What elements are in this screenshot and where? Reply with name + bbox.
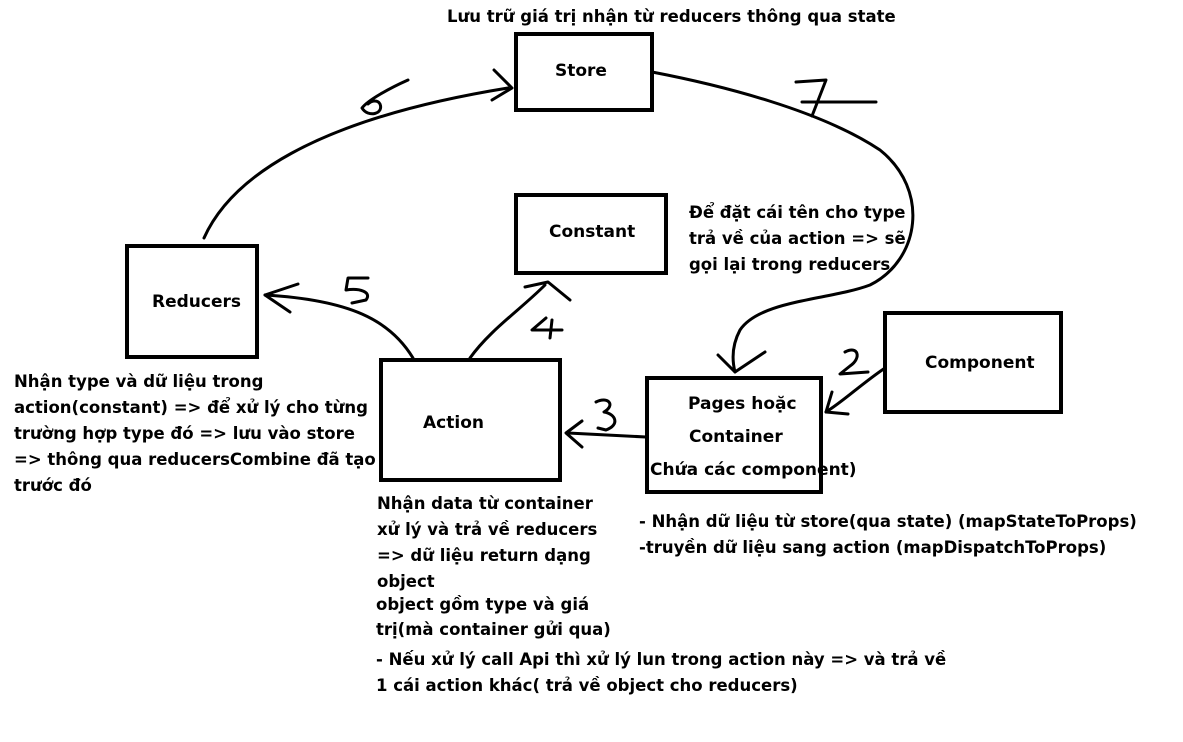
reducers-label: Reducers: [152, 292, 242, 312]
container-label-line1: Pages hoặc: [688, 394, 797, 414]
container-label-line2: Container: [689, 427, 783, 447]
action-api-description: - Nếu xử lý call Api thì xử lý lun trong…: [376, 647, 946, 699]
step-6-glyph: [360, 78, 410, 116]
reducers-note-line: action(constant) => để xử lý cho từng: [14, 398, 368, 417]
reducers-description: Nhận type và dữ liệu trong action(consta…: [14, 369, 376, 499]
action-object-line: trị(mà container gửi qua): [376, 620, 611, 639]
reducers-note-line: => thông qua reducersCombine đã tạo: [14, 450, 376, 469]
arrow-action-to-reducers: [263, 293, 415, 360]
reducers-box: Reducers: [125, 244, 259, 359]
store-box: Store: [514, 32, 654, 112]
store-label: Store: [555, 61, 607, 81]
container-note-line: - Nhận dữ liệu từ store(qua state) (mapS…: [639, 512, 1137, 531]
action-object-line: object gồm type và giá: [376, 595, 590, 614]
store-description: Lưu trữ giá trị nhận từ reducers thông q…: [447, 7, 896, 26]
arrowhead-action-to-constant: [523, 280, 572, 302]
arrow-component-to-container: [824, 366, 887, 414]
arrow-reducers-to-store: [202, 86, 510, 240]
step-7-glyph: [794, 78, 878, 118]
arrow-container-to-action: [566, 431, 648, 439]
container-box: Pages hoặc Container Chứa các component): [645, 376, 857, 494]
step-3-glyph: [594, 398, 617, 432]
action-box: Action: [379, 358, 562, 482]
constant-description: Để đặt cái tên cho type trả về của actio…: [689, 200, 906, 278]
action-api-line: - Nếu xử lý call Api thì xử lý lun trong…: [376, 650, 947, 669]
reducers-note-line: Nhận type và dữ liệu trong: [14, 372, 264, 391]
constant-box: Constant: [514, 193, 668, 275]
action-note-line: Nhận data từ container: [377, 494, 593, 513]
reducers-note-line: trường hợp type đó => lưu vào store: [14, 424, 355, 443]
component-box: Component: [883, 311, 1063, 414]
action-note-line: xử lý và trả về reducers: [377, 520, 598, 539]
action-api-line: 1 cái action khác( trả về object cho red…: [376, 676, 798, 695]
component-label: Component: [925, 353, 1035, 373]
constant-note-line: trả về của action => sẽ: [689, 229, 906, 248]
arrow-action-to-constant: [468, 283, 547, 360]
action-note-line: => dữ liệu return dạng: [377, 546, 591, 565]
arrowhead-action-to-reducers: [263, 282, 300, 314]
action-note-line: object: [377, 572, 435, 591]
step-2-glyph: [838, 348, 870, 376]
action-description: Nhận data từ container xử lý và trả về r…: [377, 491, 597, 595]
arrowhead-component-to-container: [824, 390, 850, 416]
step-5-glyph: [344, 276, 370, 305]
constant-label: Constant: [549, 222, 636, 242]
constant-note-line: Để đặt cái tên cho type: [689, 203, 906, 222]
action-label: Action: [423, 413, 484, 433]
step-4-glyph: [530, 316, 564, 340]
arrowhead-container-to-action: [564, 419, 584, 449]
reducers-note-line: trước đó: [14, 476, 92, 495]
arrow-store-to-container: [650, 70, 915, 374]
container-description: - Nhận dữ liệu từ store(qua state) (mapS…: [639, 509, 1137, 561]
arrowhead-reducers-to-store: [490, 68, 514, 102]
container-note-line: -truyền dữ liệu sang action (mapDispatch…: [639, 538, 1107, 557]
container-label-line3: Chứa các component): [650, 460, 857, 480]
action-object-description: object gồm type và giá trị(mà container …: [376, 592, 611, 642]
constant-note-line: gọi lại trong reducers: [689, 255, 891, 274]
arrowhead-store-to-container: [716, 350, 767, 374]
